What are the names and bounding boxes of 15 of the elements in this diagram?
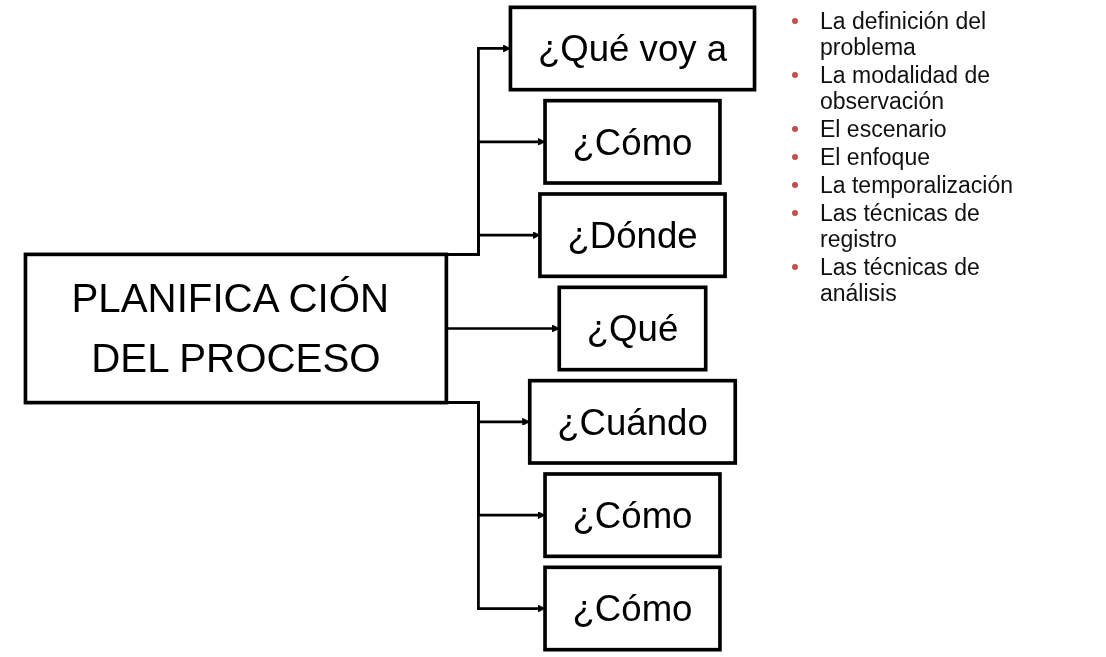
node-box: ¿Cómo bbox=[543, 565, 722, 652]
node-box: ¿Dónde bbox=[538, 192, 727, 279]
node-box: ¿Cuándo bbox=[527, 378, 738, 465]
list-item: La temporalización bbox=[820, 172, 1014, 198]
node-box: ¿Qué voy a bbox=[508, 5, 757, 92]
list-item: La definición del problema bbox=[820, 8, 987, 60]
node-box: ¿Qué bbox=[557, 285, 708, 372]
node-box: ¿Cómo bbox=[543, 98, 722, 185]
node-box: ¿Cómo bbox=[543, 472, 722, 559]
list-item: La modalidad de observación bbox=[820, 62, 991, 114]
list-item: Las técnicas de registro bbox=[820, 200, 980, 252]
list-item: Las técnicas de análisis bbox=[820, 254, 980, 306]
node-box: PLANIFICA CIÓN DEL PROCESO bbox=[23, 252, 449, 405]
list-item: El enfoque bbox=[820, 144, 930, 170]
list-item: El escenario bbox=[820, 116, 947, 142]
